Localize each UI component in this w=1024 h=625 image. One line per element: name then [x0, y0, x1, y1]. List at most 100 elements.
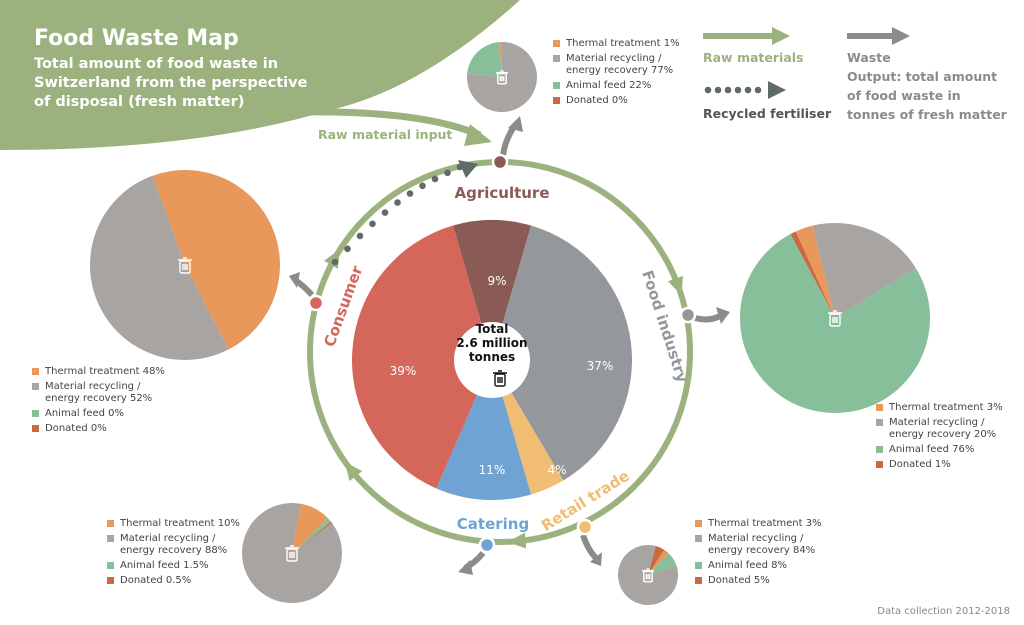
fertiliser-dot: [406, 190, 414, 197]
legend-swatch: [695, 577, 702, 584]
main-slice-label: 37%: [587, 359, 614, 373]
legend-item: Donated 0.5%: [107, 575, 240, 587]
legend-label: Donated 1%: [889, 459, 951, 470]
legend-label: Thermal treatment 3%: [708, 518, 822, 529]
pie-slice-donated: [648, 546, 665, 575]
title-banner: [0, 0, 520, 150]
waste-arrow: [500, 123, 518, 156]
legend-label: Animal feed 8%: [708, 560, 787, 571]
center-unit: tonnes: [469, 350, 515, 364]
center-circle: [454, 322, 530, 398]
legend-swatch: [695, 562, 702, 569]
legend-swatch: [553, 55, 560, 62]
sector-node: [679, 306, 697, 324]
raw-material-input-label: Raw material input: [318, 127, 452, 142]
fertiliser-dot: [431, 175, 439, 183]
waste-arrowhead: [289, 272, 300, 288]
trash-lid: [828, 310, 842, 323]
legend-label: Thermal treatment 10%: [120, 518, 240, 529]
pie-slice-animal: [467, 42, 502, 77]
ring-arrowhead: [507, 532, 527, 549]
sector-label: Catering: [457, 515, 529, 533]
legend-swatch: [107, 562, 114, 569]
trash-lid: [178, 257, 192, 270]
key-waste-desc: Output: total amount of food waste in to…: [847, 69, 1007, 122]
main-slice-catering: [436, 360, 532, 501]
pie-retail-trade-disposal: [618, 545, 678, 605]
legend-agriculture: Thermal treatment 1% Material recycling /…: [553, 38, 680, 110]
legend-label: Donated 5%: [708, 575, 770, 586]
legend-swatch: [32, 368, 39, 375]
pie-slice-material: [812, 222, 916, 318]
legend-food-industry: Thermal treatment 3% Material recycling /…: [876, 402, 1003, 474]
trash-lid: [496, 70, 508, 82]
legend-label: Animal feed 1.5%: [120, 560, 209, 571]
legend-swatch: [876, 404, 883, 411]
pie-slice-animal: [292, 518, 332, 553]
legend-swatch: [876, 461, 883, 468]
main-slice-consumer: [351, 225, 492, 489]
center-total: Total: [476, 322, 509, 336]
pie-slice-donated: [292, 521, 333, 553]
pie-slice-animal: [740, 234, 930, 414]
header: Food Waste Map Total amount of food wast…: [34, 26, 324, 112]
fertiliser-dot: [381, 209, 389, 216]
legend-swatch: [553, 82, 560, 89]
recycled-symbol-head: [768, 81, 786, 99]
legend-swatch: [876, 446, 883, 453]
raw-material-arrow: [299, 108, 482, 139]
legend-item: Thermal treatment 3%: [695, 518, 822, 530]
legend-swatch: [876, 419, 883, 426]
trash-lid: [642, 568, 654, 580]
waste-arrowhead: [508, 116, 523, 132]
ring-arrowhead: [667, 275, 683, 296]
main-slice-agriculture: [452, 219, 532, 360]
main-slice-label: 9%: [487, 274, 506, 288]
legend-label: Thermal treatment 3%: [889, 402, 1003, 413]
sector-node: [491, 153, 509, 171]
legend-item: Material recycling /energy recovery 88%: [107, 533, 240, 557]
ring-arrowhead: [344, 461, 363, 481]
legend-consumer: Thermal treatment 48%Material recycling …: [32, 366, 165, 438]
legend-item: Thermal treatment 10%: [107, 518, 240, 530]
recycled-symbol-dot: [754, 86, 762, 94]
fertiliser-dot: [356, 232, 364, 240]
legend-label: Material recycling /energy recovery 84%: [708, 533, 816, 556]
sector-node: [478, 536, 496, 554]
key-recycled-fertiliser: Recycled fertiliser: [703, 106, 832, 121]
raw-materials-symbol-head: [772, 27, 790, 45]
flow-arrows: [289, 27, 910, 575]
legend-label: Animal feed 76%: [889, 444, 975, 455]
pie-slice-donated: [790, 231, 835, 318]
legend-swatch: [107, 535, 114, 542]
legend-swatch: [695, 535, 702, 542]
legend-swatch: [107, 577, 114, 584]
legend-retail: Thermal treatment 3% Material recycling /…: [695, 518, 822, 590]
pie-agriculture-disposal: [467, 42, 537, 113]
trash-body: [286, 548, 298, 562]
waste-arrowhead: [590, 552, 602, 566]
legend-item: Donated 0%: [32, 423, 165, 435]
legend-item: Material recycling /energy recovery 20%: [876, 417, 1003, 441]
main-slice-label: 4%: [547, 463, 566, 477]
legend-item: Thermal treatment 48%: [32, 366, 165, 378]
fertiliser-arrowhead: [458, 160, 478, 178]
legend-item: Thermal treatment 1%: [553, 38, 680, 50]
legend-label: Material recycling /energy recovery 88%: [120, 533, 228, 556]
fertiliser-dot: [444, 169, 451, 177]
pie-slice-thermal: [795, 225, 835, 318]
sector-label: Food industry: [638, 268, 691, 385]
legend-item: Donated 0%: [553, 95, 680, 107]
legend-item: Thermal treatment 3%: [876, 402, 1003, 414]
legend-label: Material recycling /energy recovery 77%: [566, 53, 674, 76]
sector-node: [576, 518, 594, 536]
legend-label: Thermal treatment 1%: [566, 38, 680, 49]
legend-label: Material recycling /energy recovery 20%: [889, 417, 997, 440]
trash-body: [494, 373, 506, 387]
sector-label: Agriculture: [454, 184, 549, 202]
legend-swatch: [553, 97, 560, 104]
recycled-symbol-dot: [744, 86, 752, 94]
legend-catering: Thermal treatment 10% Material recycling …: [107, 518, 240, 590]
main-slice-label: 11%: [479, 463, 506, 477]
legend-label: Donated 0.5%: [120, 575, 192, 586]
